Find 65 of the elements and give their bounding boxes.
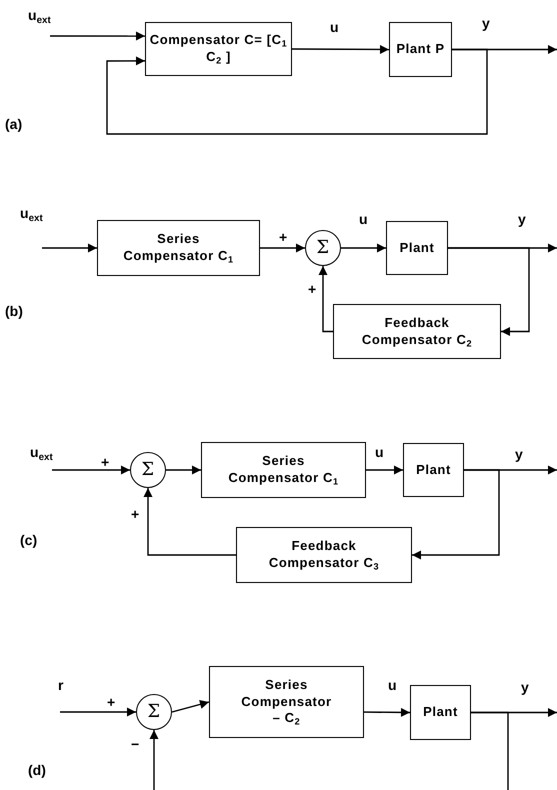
signal-label: u bbox=[330, 20, 339, 36]
sign-label: − bbox=[131, 737, 140, 752]
arrow bbox=[412, 469, 500, 560]
sign-label: + bbox=[107, 695, 116, 710]
arrow bbox=[341, 244, 386, 252]
arrow bbox=[448, 247, 530, 336]
sum-symbol: Σ bbox=[316, 239, 330, 257]
block-label: Compensator C= [C$_{1}$ C$_{2}$ ] bbox=[148, 32, 288, 66]
block-label: Feedback Compensator C$_{3}$ bbox=[268, 538, 380, 572]
arrow bbox=[42, 244, 97, 252]
block bbox=[209, 666, 364, 738]
block-label: Plant bbox=[423, 704, 458, 721]
block bbox=[97, 220, 260, 276]
block bbox=[410, 685, 471, 740]
block-label: Series Compensator C$_{1}$ bbox=[122, 231, 235, 265]
arrow bbox=[292, 44, 389, 54]
block bbox=[236, 527, 412, 583]
panel-label: (c) bbox=[20, 533, 38, 548]
block bbox=[201, 442, 366, 498]
arrow bbox=[144, 488, 236, 556]
panel-label: (b) bbox=[5, 304, 23, 320]
summing-junction bbox=[130, 452, 166, 488]
arrow bbox=[366, 466, 403, 474]
arrow bbox=[50, 32, 145, 41]
signal-label: u$_{ext}$ bbox=[20, 206, 43, 222]
block bbox=[389, 22, 452, 77]
panel-label: (d) bbox=[28, 763, 46, 778]
arrow bbox=[150, 730, 158, 790]
signal-label: u$_{ext}$ bbox=[30, 445, 53, 460]
sum-symbol: Σ bbox=[141, 461, 155, 479]
signal-label: y bbox=[518, 212, 526, 228]
signal-label: y bbox=[482, 16, 490, 32]
block-label: Plant P bbox=[396, 41, 445, 58]
summing-junction bbox=[136, 694, 172, 730]
block bbox=[145, 22, 292, 76]
signal-label: u bbox=[359, 212, 368, 228]
signal-label: r bbox=[58, 678, 64, 694]
arrow bbox=[318, 266, 333, 332]
arrow bbox=[60, 708, 136, 716]
block-label: Plant bbox=[416, 462, 451, 478]
block-label: Series Compensator – C$_{2}$ bbox=[240, 676, 333, 728]
signal-label: y bbox=[515, 447, 523, 462]
signal-label: y bbox=[521, 680, 529, 696]
signal-label: u$_{ext}$ bbox=[28, 8, 51, 24]
panel-label: (a) bbox=[5, 117, 22, 132]
arrow bbox=[166, 466, 201, 474]
arrow bbox=[364, 708, 410, 717]
sum-symbol: Σ bbox=[147, 703, 161, 721]
summing-junction bbox=[305, 230, 341, 266]
signal-label: u bbox=[375, 445, 384, 460]
arrow bbox=[172, 700, 210, 713]
block bbox=[386, 221, 448, 275]
arrow bbox=[106, 48, 488, 135]
sign-label: + bbox=[101, 455, 110, 470]
block-label: Plant bbox=[400, 240, 434, 256]
block bbox=[403, 443, 464, 497]
sign-label: + bbox=[131, 507, 140, 522]
arrow bbox=[52, 466, 130, 474]
sign-label: + bbox=[279, 230, 288, 246]
block bbox=[333, 304, 501, 359]
signal-label: u bbox=[388, 678, 397, 694]
block-label: Feedback Compensator C$_{2}$ bbox=[360, 314, 474, 348]
arrow bbox=[260, 244, 305, 252]
sign-label: + bbox=[308, 282, 316, 298]
block-label: Series Compensator C$_{1}$ bbox=[227, 453, 340, 487]
